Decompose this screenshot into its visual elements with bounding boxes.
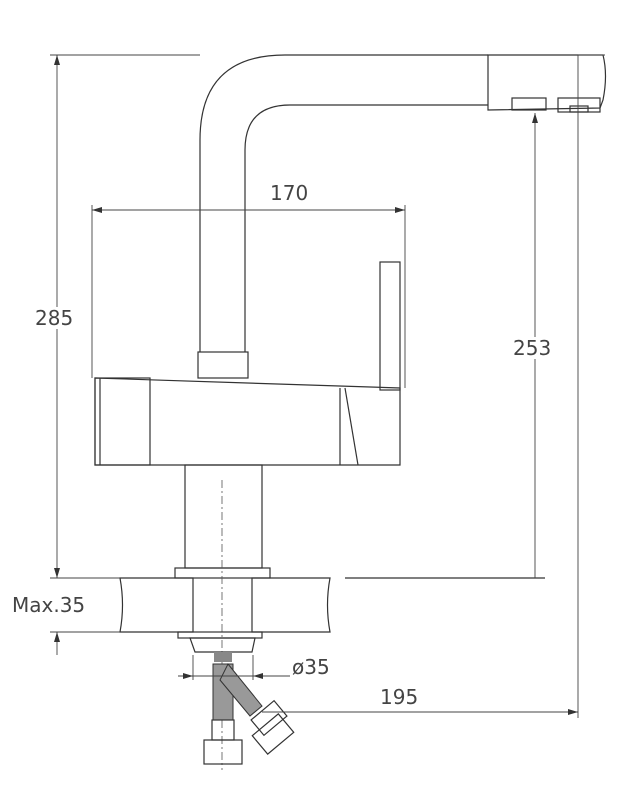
lever-handle	[379, 261, 401, 391]
dimension-lines	[50, 54, 605, 718]
spout	[199, 54, 607, 352]
dim-spout-height: 253	[511, 336, 554, 360]
mounting-hoses	[177, 631, 295, 765]
dim-counter-max: Max.35	[10, 593, 88, 617]
dim-hole-diameter: ø35	[290, 655, 332, 679]
dim-handle-width: 170	[268, 181, 311, 205]
dim-total-height: 285	[33, 306, 76, 330]
faucet-body	[94, 261, 401, 770]
countertop-section	[119, 577, 545, 633]
dim-spout-reach: 195	[378, 685, 421, 709]
